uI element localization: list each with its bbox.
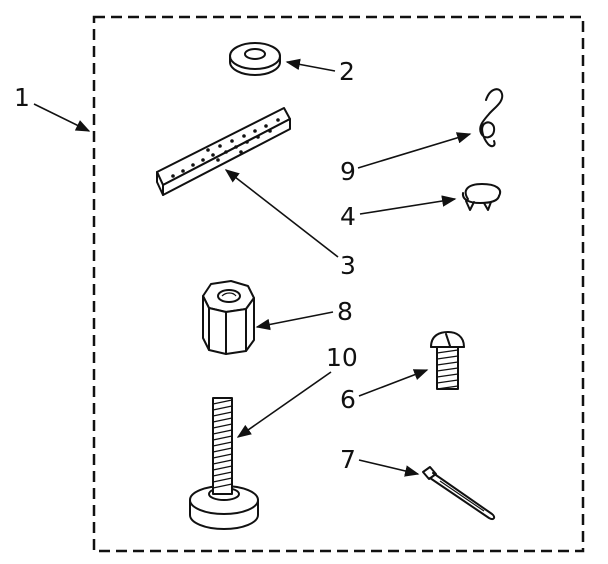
cable-tie-icon — [422, 466, 496, 521]
perforated-strap-icon — [156, 107, 291, 196]
leader-4 — [359, 195, 457, 215]
leader-1 — [33, 103, 91, 132]
callout-4: 4 — [340, 202, 356, 231]
wire-hook-icon — [479, 88, 504, 148]
split-ring-clip-icon — [461, 183, 501, 211]
callout-10: 10 — [326, 343, 358, 372]
leader-7 — [358, 459, 420, 477]
flat-washer-icon — [229, 42, 281, 76]
callout-1: 1 — [14, 83, 30, 112]
leader-10 — [236, 371, 332, 438]
hex-coupling-nut-icon — [202, 280, 255, 355]
callout-2: 2 — [339, 57, 355, 86]
leader-9 — [357, 132, 472, 169]
callout-3: 3 — [340, 251, 356, 280]
kit-boundary — [92, 15, 585, 553]
callout-8: 8 — [337, 297, 353, 326]
round-head-screw-icon — [430, 331, 465, 390]
leader-6 — [358, 369, 429, 397]
callout-6: 6 — [340, 385, 356, 414]
callout-9: 9 — [340, 157, 356, 186]
leader-2 — [285, 58, 336, 72]
leader-8 — [255, 311, 334, 331]
leader-3 — [224, 169, 339, 258]
leveling-leg-icon — [189, 397, 259, 530]
callout-7: 7 — [340, 445, 356, 474]
